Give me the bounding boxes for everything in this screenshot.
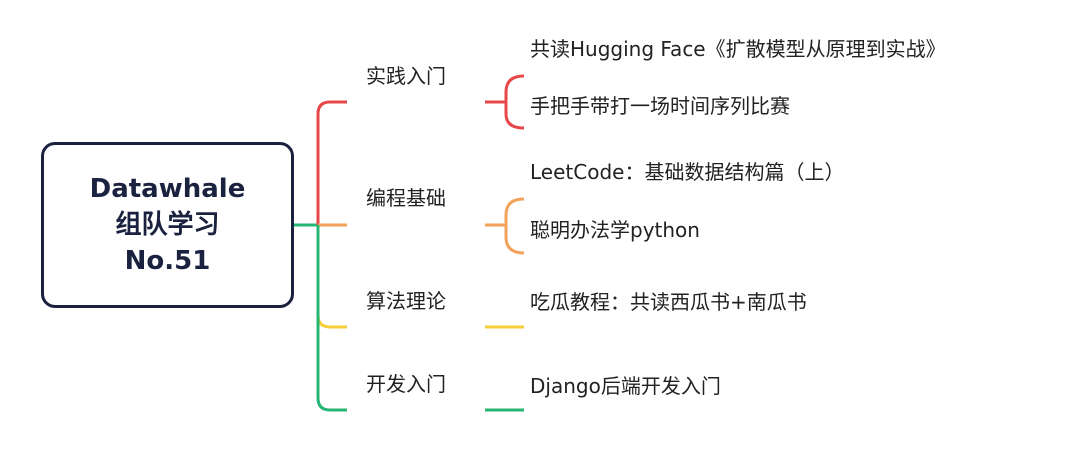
leaf-label-1-0: LeetCode：基础数据结构篇（上） [530,160,845,184]
branch-label-0: 实践入门 [366,64,446,88]
leaf-label-2-0: 吃瓜教程：共读西瓜书+南瓜书 [530,290,807,314]
root-line-3: No.51 [124,246,211,276]
branch-connector-2 [316,225,347,329]
leaf-connector-0 [485,74,525,130]
leaf-label-1-1: 聪明办法学python [530,218,700,242]
branch-connector-0 [316,100,347,225]
leaf-label-3-0: Django后端开发入门 [530,374,721,398]
root-line-1: Datawhale [89,174,246,204]
branch-label-1: 编程基础 [366,186,446,210]
branch-label-2: 算法理论 [366,289,446,313]
root-node: Datawhale 组队学习 No.51 [41,142,294,308]
leaf-label-0-1: 手把手带打一场时间序列比赛 [530,94,790,118]
branch-connector-3 [316,225,347,412]
root-line-2: 组队学习 [115,210,220,240]
leaf-label-0-0: 共读Hugging Face《扩散模型从原理到实战》 [530,37,946,61]
branch-label-3: 开发入门 [366,372,446,396]
leaf-connector-1 [485,197,525,255]
